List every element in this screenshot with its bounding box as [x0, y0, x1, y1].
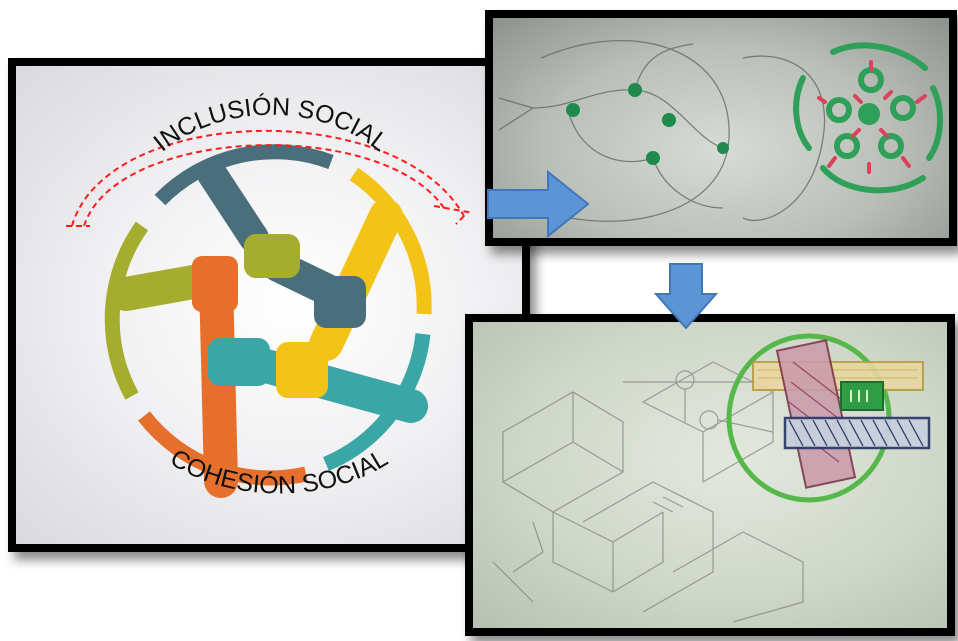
fist-teal	[208, 338, 270, 386]
fist-orange	[192, 256, 238, 312]
dashed-arc-outer	[71, 130, 465, 227]
hand-drawn-network-sketch	[498, 40, 944, 222]
hand-drawn-building-sketch	[492, 333, 931, 623]
arrow-right-icon	[487, 169, 590, 239]
ring-olive	[104, 221, 149, 400]
social-cohesion-logo: INCLUSIÓN SOCIAL COHESIÓN SOCIAL	[66, 92, 471, 500]
color-ring	[104, 144, 432, 486]
dashed-arc-inner	[83, 144, 447, 227]
arm-slate-upper	[197, 159, 269, 253]
dashed-curved-arrow	[66, 130, 471, 227]
fist-olive	[244, 234, 300, 278]
dashed-arrow-head	[433, 205, 471, 225]
fist-yellow	[276, 342, 328, 398]
ring-slate	[154, 144, 334, 206]
sketch-photo-buildings	[465, 314, 955, 636]
fists	[192, 234, 366, 398]
ring-yellow	[349, 167, 432, 315]
logo-panel: INCLUSIÓN SOCIAL COHESIÓN SOCIAL	[8, 58, 530, 552]
arrow-down-icon	[653, 263, 719, 330]
fist-slate	[314, 276, 366, 328]
